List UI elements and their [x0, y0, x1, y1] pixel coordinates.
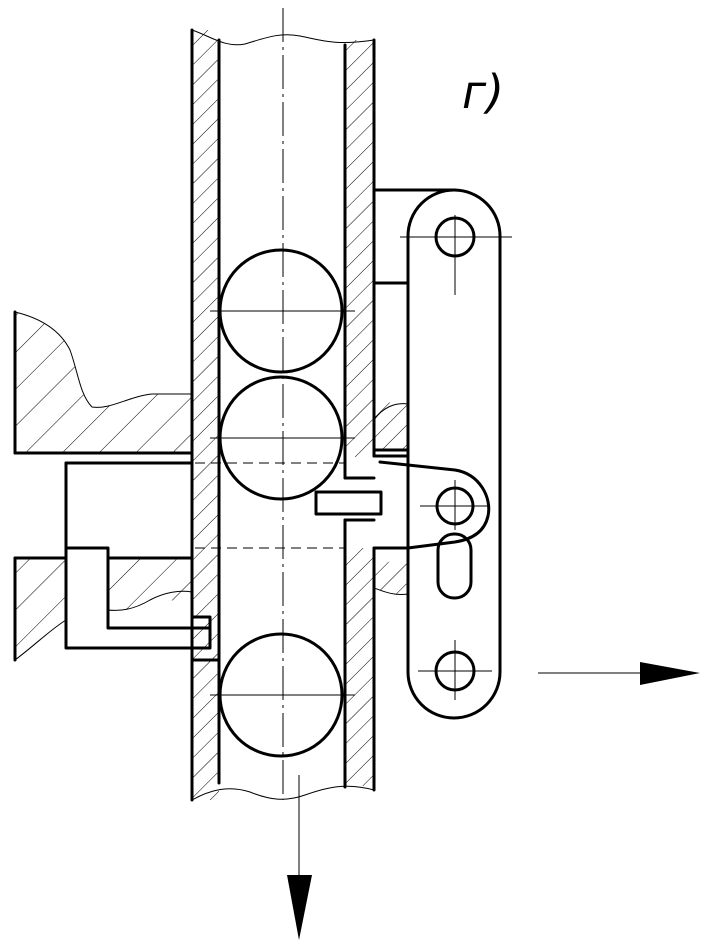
figure-label: г): [462, 65, 504, 119]
horizontal-arrow: [538, 662, 700, 685]
lever-slot: [436, 532, 473, 600]
bottom-break-line: [191, 785, 375, 801]
pawl-plate: [314, 460, 491, 550]
tube-right-wall-lower: [343, 518, 376, 792]
top-break-line: [191, 29, 375, 46]
left-lower-body: [13, 556, 194, 662]
left-upper-body: [13, 310, 194, 455]
right-gap-hatch: [373, 401, 409, 595]
downward-arrow: [287, 775, 312, 940]
pivot-bottom: [418, 640, 492, 700]
pivot-top: [400, 215, 512, 295]
pivot-middle: [420, 480, 490, 530]
ball-3: [210, 632, 355, 758]
ball-1: [210, 248, 355, 374]
tube-left-wall: [190, 28, 221, 802]
tube-right-wall-upper: [343, 38, 376, 480]
slide-pusher: [64, 461, 221, 662]
ball-2: [210, 375, 355, 501]
lever-link: [406, 188, 502, 720]
